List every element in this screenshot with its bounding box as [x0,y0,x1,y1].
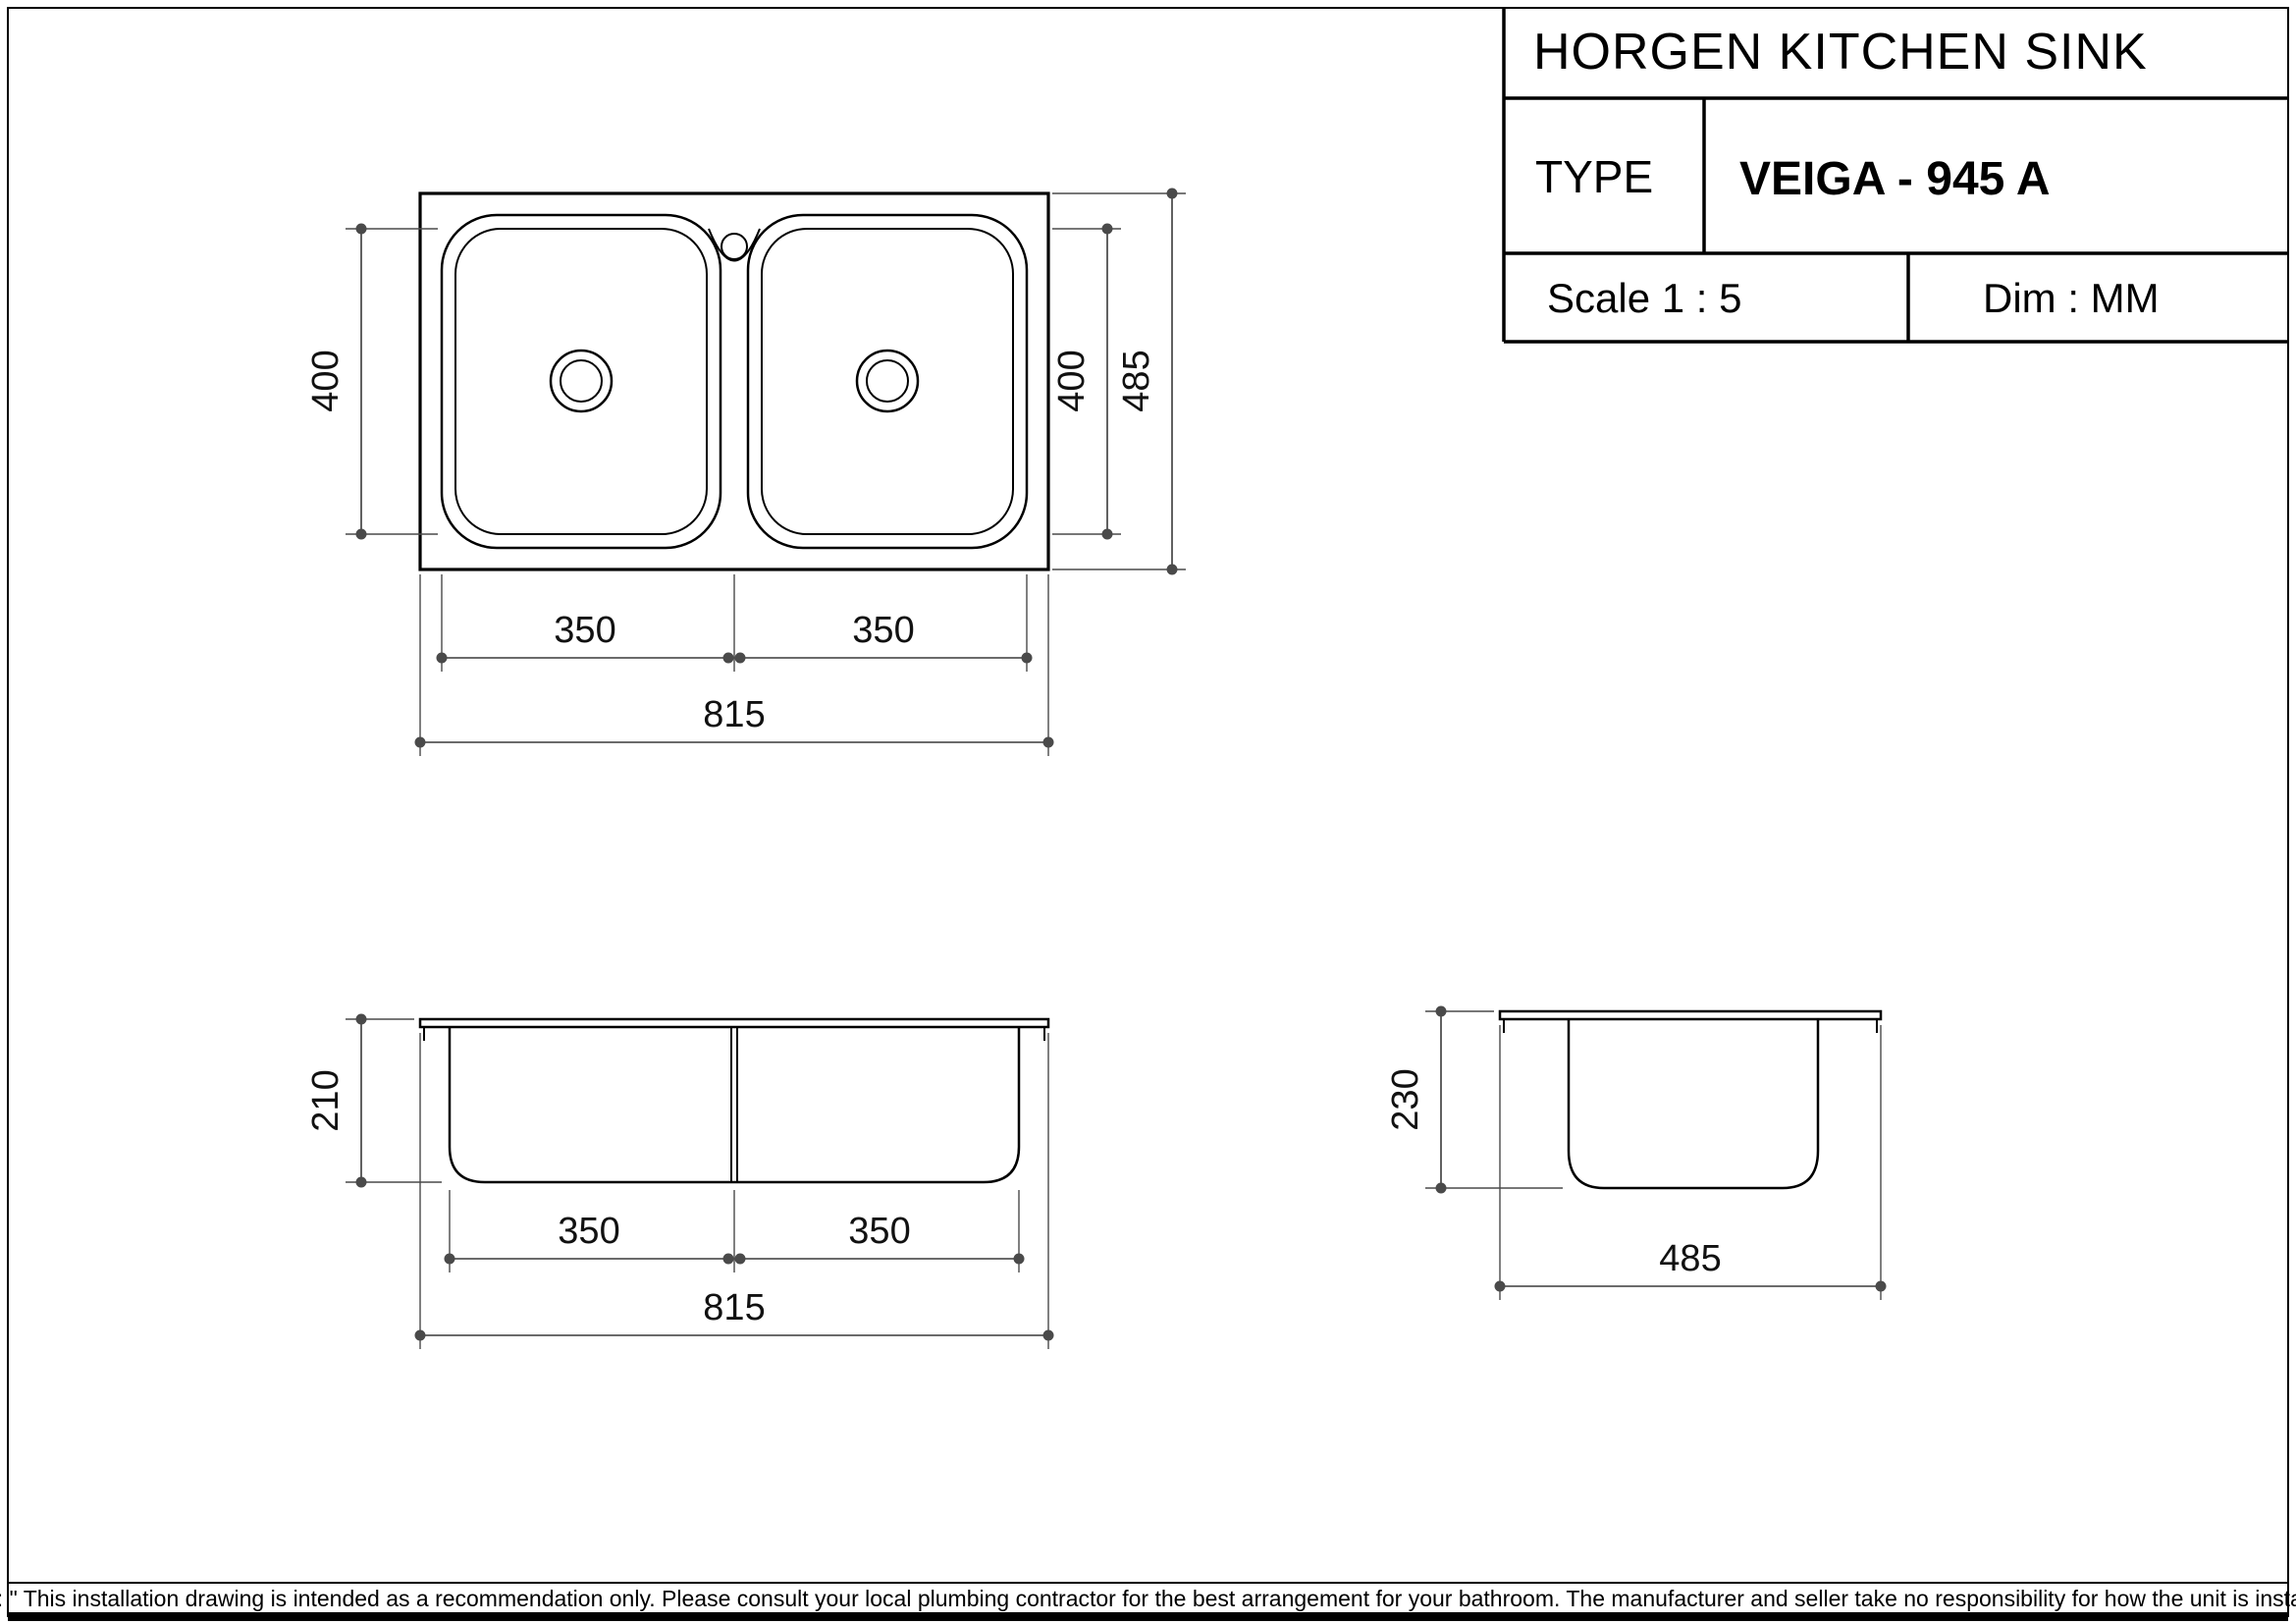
front-flange [418,1017,1050,1029]
dim-label-front-350-right: 350 [848,1211,910,1252]
side-bowl-body [1567,1019,1820,1190]
front-view: 210 350 350 815 [305,1013,1054,1349]
dim-front-350-pair: 350 350 [444,1190,1025,1272]
dim-top-right-485: 485 [1052,188,1186,575]
side-view: 230 485 [1385,1005,1887,1300]
dim-top-left-400: 400 [305,223,438,540]
dim-label-side-485: 485 [1659,1238,1721,1279]
left-bowl-inner [454,228,708,535]
dim-side-230: 230 [1385,1005,1563,1194]
front-bowl-body [448,1027,1021,1184]
scale-label: Scale 1 : 5 [1547,275,1741,321]
dim-label-front-350-left: 350 [558,1211,619,1252]
dim-front-815: 815 [414,1033,1054,1349]
right-bowl-outer [746,213,1029,550]
dim-label-top-350-left: 350 [554,610,615,651]
dim-label-front-815: 815 [703,1287,765,1328]
right-drain-outer [855,349,920,413]
right-bowl-inner [761,228,1014,535]
dim-side-485: 485 [1494,1025,1887,1300]
installation-note: Note : " This installation drawing is in… [0,1586,2296,1611]
title-block: HORGEN KITCHEN SINK TYPE VEIGA - 945 A S… [1502,8,2288,344]
dim-label-front-210: 210 [305,1069,347,1131]
dim-label-top-815: 815 [703,694,765,735]
dim-top-815: 815 [414,574,1054,756]
dim-label-top-350-right: 350 [852,610,914,651]
type-label: TYPE [1535,151,1653,202]
top-view: 400 400 485 [305,188,1186,756]
page-border [7,7,2289,1617]
sink-outline-top [418,191,1050,571]
bowl-saddle-curve [708,228,761,262]
dim-label-top-left-400: 400 [305,350,347,411]
left-bowl-outer [440,213,722,550]
dim-label-top-485: 485 [1116,350,1157,411]
dim-label-side-230: 230 [1385,1068,1426,1130]
left-drain-inner [560,359,603,403]
dim-label-top-right-400: 400 [1051,350,1093,411]
dim-top-350-pair: 350 350 [436,574,1033,672]
footer-bottom-bar [8,1612,2288,1621]
tap-hole [721,233,748,260]
side-flange [1498,1009,1883,1021]
left-drain-outer [549,349,614,413]
dim-front-210: 210 [305,1013,442,1188]
footer: Note : " This installation drawing is in… [0,1582,2296,1621]
right-drain-inner [866,359,909,403]
type-value: VEIGA - 945 A [1739,153,2051,205]
sheet-title: HORGEN KITCHEN SINK [1533,24,2148,81]
dim-top-right-400: 400 [1051,223,1121,540]
dim-unit-label: Dim : MM [1983,275,2160,321]
